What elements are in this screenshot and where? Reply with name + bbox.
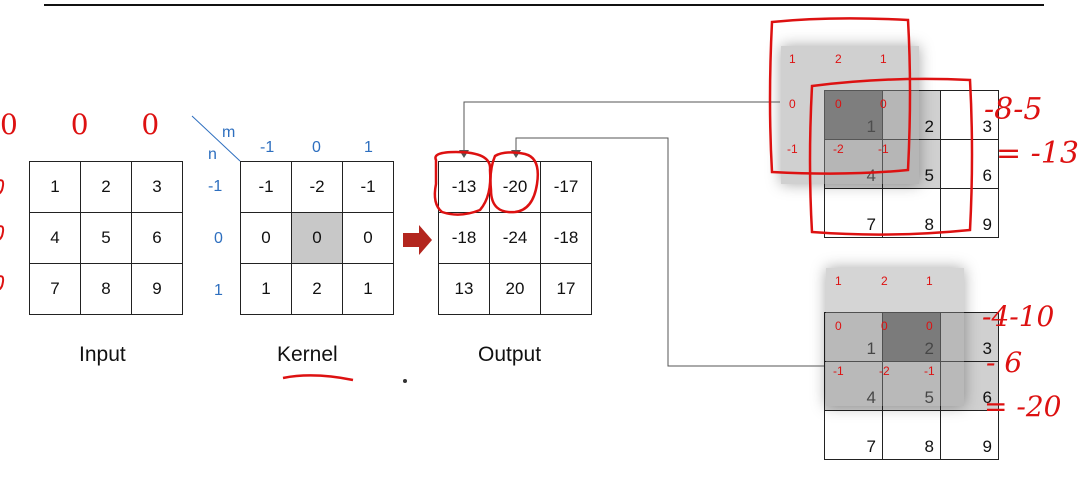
handwritten-circle: [489, 151, 539, 214]
input-cell: 1: [29, 161, 81, 213]
input-grid: 1 2 3 4 5 6 7 8 9: [29, 161, 183, 315]
example-top-kernel-value: 0: [835, 97, 842, 111]
example-top-input-cell: 7: [824, 188, 883, 238]
input-cell: 6: [131, 212, 183, 264]
kernel-cell: 1: [342, 263, 394, 315]
handwritten-bottom-line1: -4-10: [982, 300, 1055, 333]
example-bottom-kernel-value: 1: [926, 274, 933, 288]
connector-line-top: [463, 101, 780, 152]
handwritten-zeros-top: 0 0 0: [0, 108, 182, 141]
handwritten-box: [808, 77, 974, 236]
kernel-cell: -1: [342, 161, 394, 213]
example-bottom-input-cell: 4: [824, 361, 883, 411]
input-cell: 3: [131, 161, 183, 213]
kernel-cell: 2: [291, 263, 343, 315]
example-bottom-kernel-value: -1: [833, 364, 844, 378]
example-top-kernel-value: 1: [789, 52, 796, 66]
example-bottom-input-cell: 8: [882, 410, 941, 460]
example-top-kernel-value: -1: [878, 142, 889, 156]
example-top-input-grid: 1 2 3 4 5 6 7 8 9: [824, 90, 999, 238]
example-top-kernel-value: -2: [833, 142, 844, 156]
example-bottom-kernel-value: 2: [881, 274, 888, 288]
kernel-n-value: 0: [214, 230, 223, 247]
handwritten-zeros-left: [0, 170, 8, 291]
kernel-axis-separator: [191, 115, 241, 162]
kernel-caption: Kernel: [277, 343, 338, 366]
example-bottom-kernel-value: -1: [924, 364, 935, 378]
example-bottom-kernel-value: 0: [881, 319, 888, 333]
output-cell: 20: [489, 263, 541, 315]
example-bottom-input-cell: 3: [940, 312, 999, 362]
handwritten-bottom-line2: - 6: [986, 346, 1023, 379]
example-top-kernel-value: -1: [787, 142, 798, 156]
output-grid: -13 -20 -17 -18 -24 -18 13 20 17: [438, 161, 592, 315]
kernel-n-label: n: [208, 146, 217, 163]
kernel-center-cell: 0: [291, 212, 343, 264]
kernel-cell: 1: [240, 263, 292, 315]
example-top-kernel-overlay: [781, 46, 919, 184]
example-bottom-kernel-value: -2: [879, 364, 890, 378]
example-top-input-cell: 6: [940, 139, 999, 189]
arrow-right-icon: [403, 225, 432, 255]
kernel-n-value: -1: [208, 178, 223, 195]
example-bottom-input-grid: 1 2 3 4 5 6 7 8 9: [824, 312, 999, 460]
example-top-kernel-value: 0: [880, 97, 887, 111]
output-cell: 17: [540, 263, 592, 315]
input-cell: 8: [80, 263, 132, 315]
connector-line-bottom: [515, 137, 824, 367]
output-cell: -18: [438, 212, 490, 264]
example-bottom-input-cell: 6: [940, 361, 999, 411]
handwritten-bottom-line3: = -20: [984, 390, 1062, 423]
kernel-m-value: 1: [364, 139, 373, 156]
handwritten-top-line1: -8-5: [984, 92, 1043, 127]
handwritten-circle: [433, 150, 492, 216]
handwritten-underline: [282, 374, 354, 382]
kernel-m-value: 0: [312, 139, 321, 156]
kernel-m-value: -1: [260, 139, 275, 156]
output-cell: -20: [489, 161, 541, 213]
input-caption: Input: [79, 343, 126, 366]
example-top-kernel-value: 2: [835, 52, 842, 66]
handwritten-box: [768, 17, 912, 175]
kernel-grid: -1 -2 -1 0 0 0 1 2 1: [240, 161, 394, 315]
kernel-n-value: 1: [214, 282, 223, 299]
output-cell: -13: [438, 161, 490, 213]
kernel-m-label: m: [222, 124, 236, 141]
stray-dot: [403, 379, 407, 383]
input-cell: 7: [29, 263, 81, 315]
example-top-input-cell: 1: [824, 90, 883, 140]
kernel-cell: -2: [291, 161, 343, 213]
example-top-input-cell: 8: [882, 188, 941, 238]
output-caption: Output: [478, 343, 542, 366]
output-cell: -24: [489, 212, 541, 264]
example-bottom-kernel-overlay: [826, 268, 964, 406]
input-cell: 2: [80, 161, 132, 213]
example-top-kernel-value: 1: [880, 52, 887, 66]
example-bottom-input-cell: 9: [940, 410, 999, 460]
example-bottom-kernel-value: 0: [926, 319, 933, 333]
output-cell: 13: [438, 263, 490, 315]
example-top-input-cell: 5: [882, 139, 941, 189]
example-top-input-cell: 2: [882, 90, 941, 140]
example-top-kernel-value: 0: [789, 97, 796, 111]
example-bottom-kernel-value: 0: [835, 319, 842, 333]
example-bottom-kernel-value: 1: [835, 274, 842, 288]
top-rule: [44, 4, 1044, 6]
handwritten-top-line2: = -13: [996, 136, 1079, 171]
kernel-cell: 0: [342, 212, 394, 264]
input-cell: 9: [131, 263, 183, 315]
example-bottom-input-cell: 2: [882, 312, 941, 362]
output-cell: -18: [540, 212, 592, 264]
